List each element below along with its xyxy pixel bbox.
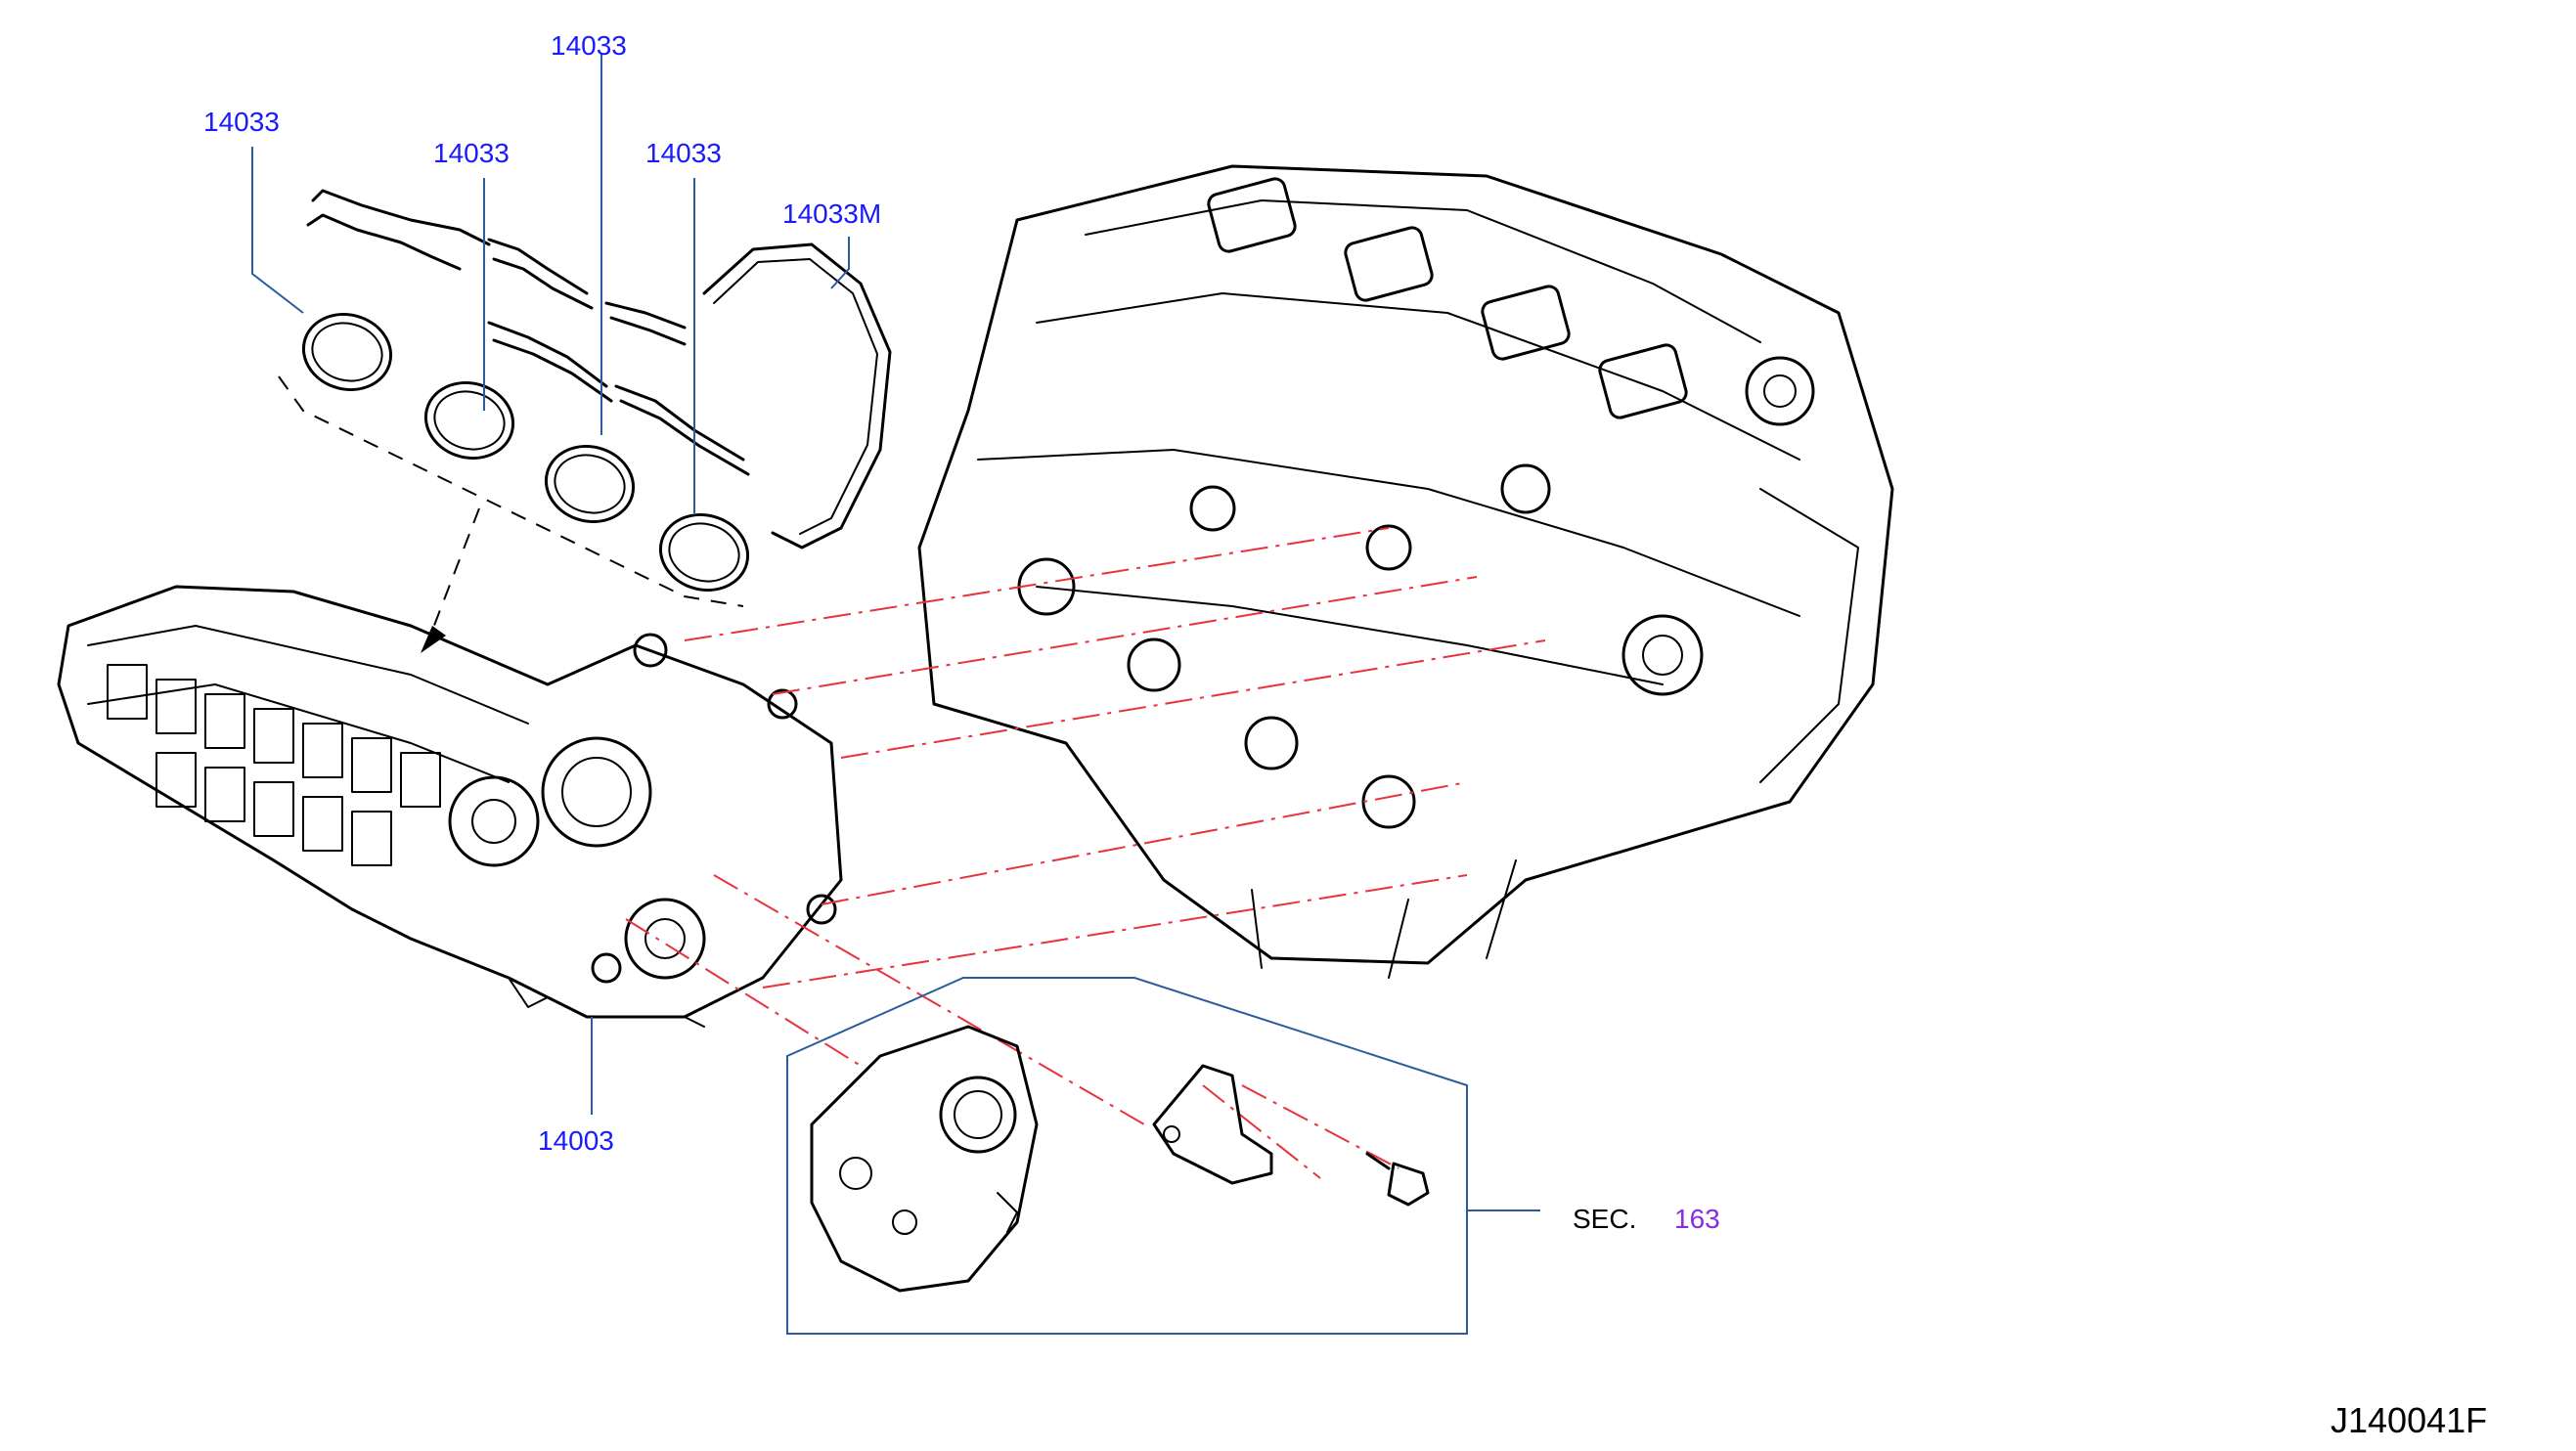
- diagram-code: J140041F: [2331, 1400, 2487, 1440]
- intake-manifold-drawing: [57, 585, 843, 1028]
- engine-assembly-drawing: [917, 164, 1894, 979]
- callout-gasket-top[interactable]: 14033: [551, 30, 627, 61]
- section-ref-prefix: SEC.: [1573, 1204, 1636, 1234]
- leader-lines: [251, 54, 850, 1115]
- callout-gasket-port-1[interactable]: 14033: [203, 107, 280, 137]
- throttle-body-detail-drawing: [810, 1025, 1039, 1293]
- bracket-detail-drawing: [1152, 1064, 1273, 1185]
- callout-gasket-main[interactable]: 14033M: [782, 198, 881, 229]
- detail-box: [786, 977, 1540, 1335]
- callout-labels: 14033 14033 14033 14033 14033M 14003 SEC…: [203, 30, 2487, 1440]
- alignment-lines: [625, 527, 1546, 1179]
- bolt-detail-drawing: [1365, 1152, 1430, 1207]
- gasket-set-drawing: [278, 189, 892, 653]
- section-ref-number[interactable]: 163: [1674, 1204, 1720, 1234]
- callout-manifold[interactable]: 14003: [538, 1125, 614, 1156]
- callout-gasket-port-3[interactable]: 14033: [645, 138, 722, 168]
- callout-gasket-port-2[interactable]: 14033: [433, 138, 510, 168]
